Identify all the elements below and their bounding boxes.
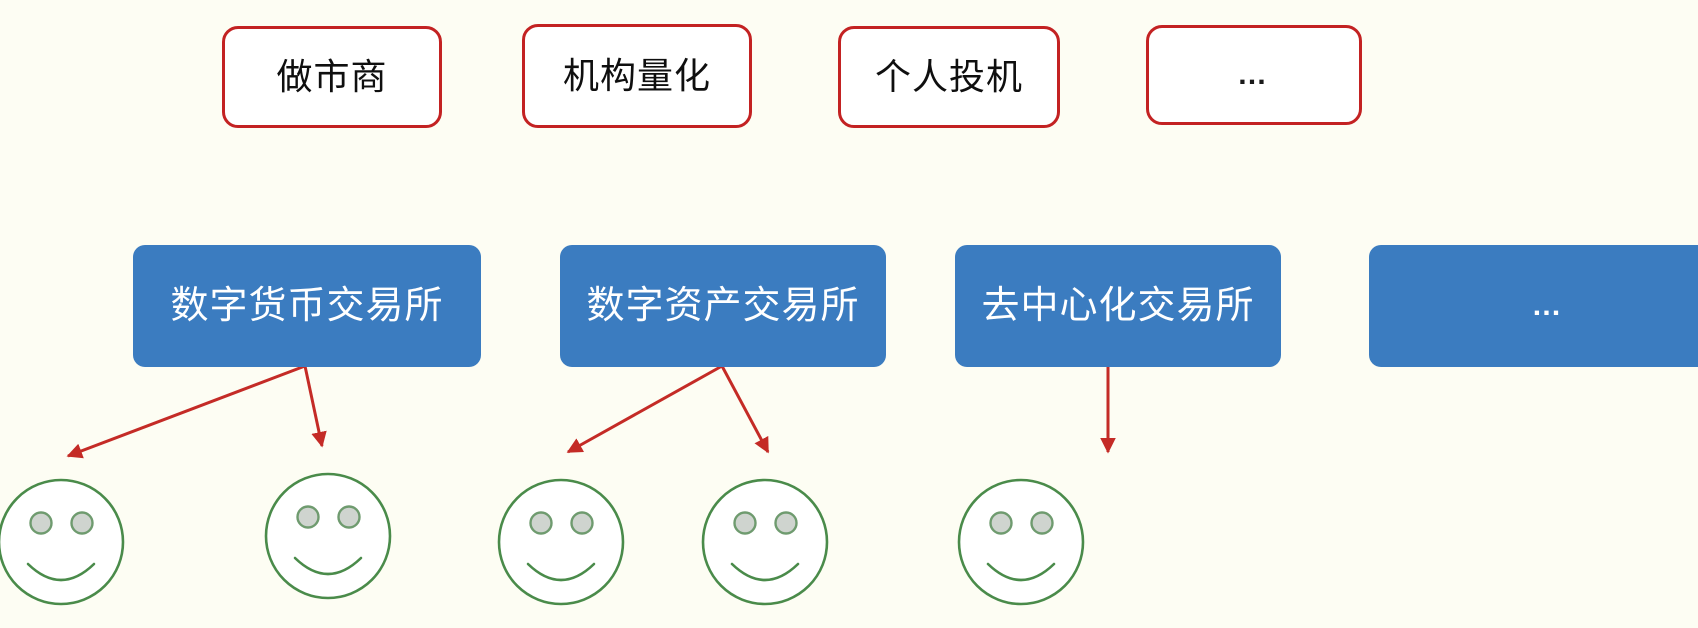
- smile-icon: [293, 556, 363, 576]
- arrow-crypto-to-face-1: [66, 364, 306, 459]
- left-eye-icon: [989, 511, 1013, 535]
- face-outline: [497, 478, 625, 606]
- exchange-box-crypto-currency[interactable]: 数字货币交易所: [133, 245, 481, 367]
- right-eye-icon: [337, 505, 361, 529]
- arrow-digital-asset-to-face-4: [720, 365, 770, 454]
- smiley-face-4[interactable]: [700, 450, 830, 628]
- role-label-ellipsis: …: [1237, 58, 1271, 91]
- exchange-box-decentralized[interactable]: 去中心化交易所: [955, 245, 1281, 367]
- face-outline: [0, 478, 125, 606]
- smile-icon: [526, 562, 596, 582]
- face-outline: [957, 478, 1085, 606]
- role-label: 机构量化: [562, 55, 711, 96]
- exchange-box-more[interactable]: …: [1369, 245, 1698, 367]
- smiley-face-5[interactable]: [956, 450, 1086, 628]
- arrow-digital-asset-to-face-3: [566, 364, 723, 454]
- exchange-label: 数字资产交易所: [586, 285, 860, 327]
- smiley-face-3[interactable]: [496, 450, 626, 628]
- exchange-label: 数字货币交易所: [170, 285, 444, 327]
- exchange-label-ellipsis: …: [1531, 289, 1567, 322]
- left-eye-icon: [529, 511, 553, 535]
- smile-icon: [730, 562, 800, 582]
- role-box-more[interactable]: …: [1146, 25, 1362, 125]
- left-eye-icon: [733, 511, 757, 535]
- role-label: 个人投机: [874, 56, 1023, 97]
- arrow-crypto-to-face-2: [303, 365, 327, 448]
- role-box-market-maker[interactable]: 做市商: [222, 26, 442, 128]
- exchange-label: 去中心化交易所: [981, 285, 1255, 327]
- left-eye-icon: [29, 511, 53, 535]
- left-eye-icon: [296, 505, 320, 529]
- smile-icon: [986, 562, 1056, 582]
- smiley-face-2[interactable]: [263, 444, 393, 624]
- face-outline: [264, 472, 392, 600]
- role-label: 做市商: [276, 56, 388, 97]
- right-eye-icon: [774, 511, 798, 535]
- role-box-individual-speculation[interactable]: 个人投机: [838, 26, 1060, 128]
- role-box-institutional-quant[interactable]: 机构量化: [522, 24, 752, 128]
- face-outline: [701, 478, 829, 606]
- right-eye-icon: [70, 511, 94, 535]
- exchange-box-digital-asset[interactable]: 数字资产交易所: [560, 245, 886, 367]
- smiley-face-1[interactable]: [0, 450, 126, 628]
- smile-icon: [26, 562, 96, 582]
- right-eye-icon: [570, 511, 594, 535]
- right-eye-icon: [1030, 511, 1054, 535]
